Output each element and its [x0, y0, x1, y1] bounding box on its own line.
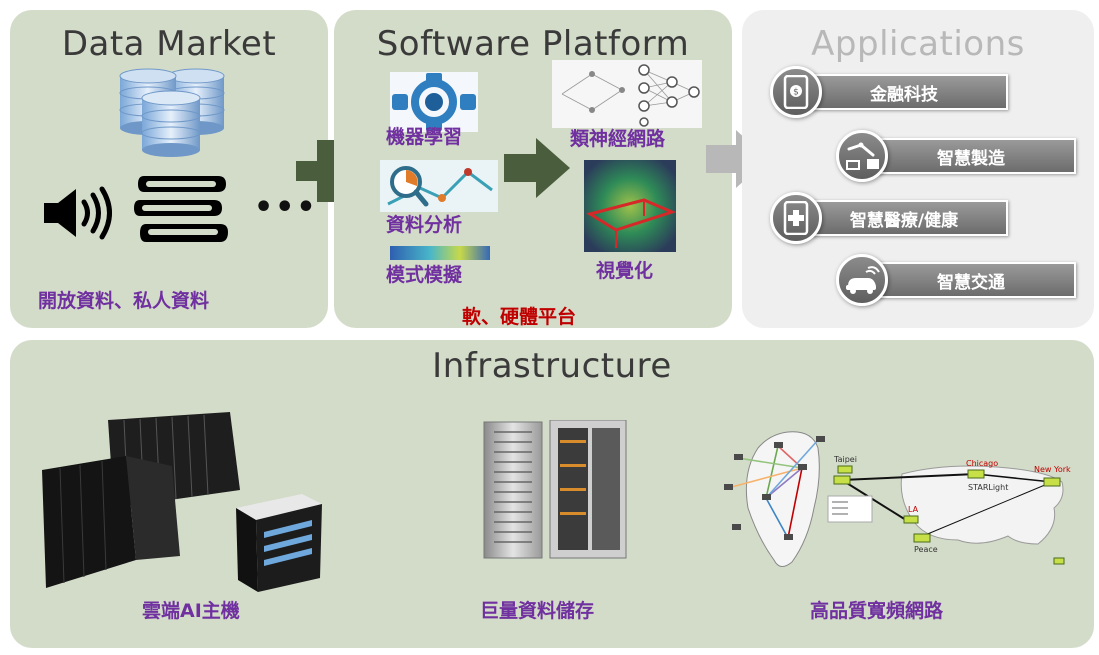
data-analysis-label: 資料分析 [386, 214, 463, 236]
app-smart-healthcare: 智慧醫療/健康 [770, 192, 1008, 244]
machine-learning-label: 機器學習 [386, 126, 463, 148]
big-data-storage-label: 巨量資料儲存 [480, 600, 595, 622]
server-racks-icon [42, 412, 322, 592]
applications-title: Applications [811, 24, 1025, 64]
model-simulation-label: 模式模擬 [386, 264, 463, 286]
medical-phone-icon [770, 192, 822, 244]
grey-arrow-icon [706, 130, 768, 188]
infrastructure-panel: Infrastructure 雲端AI主機 [10, 340, 1094, 648]
data-market-title: Data Market [61, 24, 277, 64]
database-icon [119, 68, 225, 157]
storage-cabinets-icon [483, 420, 627, 559]
applications-panel: Applications 金融科技 $ 智慧製造 智慧醫療/健康 [742, 10, 1094, 328]
visualization-label: 視覺化 [596, 260, 654, 282]
plus-icon [296, 140, 358, 202]
books-icon [134, 176, 228, 242]
software-platform-title: Software Platform [376, 24, 690, 64]
speaker-icon [44, 186, 112, 240]
map-label-starlight: STARLight [968, 483, 1008, 492]
app-smart-transport: 智慧交通 [836, 254, 1076, 306]
app-fintech-label: 金融科技 [800, 74, 1008, 110]
data-market-caption: 開放資料、私人資料 [38, 290, 210, 312]
app-smart-healthcare-label: 智慧醫療/健康 [800, 200, 1008, 236]
map-label-la: LA [908, 505, 919, 514]
map-label-chicago: Chicago [966, 459, 998, 468]
data-market-panel: Data Market [10, 10, 328, 328]
model-simulation-icon [390, 246, 490, 260]
app-smart-manufacturing: 智慧製造 [836, 130, 1076, 182]
visualization-icon [584, 160, 676, 252]
flow-arrow-icon [504, 138, 570, 198]
map-label-taipei: Taipei [833, 455, 857, 464]
data-analysis-icon [380, 160, 498, 212]
app-fintech: 金融科技 $ [770, 66, 1008, 118]
software-platform-panel: Software Platform 機器學習 類神經網路 [334, 10, 732, 328]
infrastructure-title: Infrastructure [432, 346, 672, 386]
neural-network-icon [552, 60, 702, 128]
map-label-peace: Peace [914, 545, 938, 554]
app-smart-manufacturing-label: 智慧製造 [866, 138, 1076, 174]
app-smart-transport-label: 智慧交通 [866, 262, 1076, 298]
connected-car-icon [836, 254, 888, 306]
more-ellipsis: ••• [254, 190, 318, 225]
neural-network-label: 類神經網路 [570, 128, 666, 150]
broadband-network-label: 高品質寬頻網路 [810, 600, 944, 622]
svg-text:$: $ [793, 88, 799, 98]
network-map-icon: Chicago STARLight New York LA Peace Taip… [724, 431, 1071, 567]
mobile-money-icon: $ [770, 66, 822, 118]
map-label-new-york: New York [1034, 465, 1071, 474]
machine-learning-icon [390, 72, 478, 132]
software-platform-caption: 軟、硬體平台 [462, 306, 577, 328]
robot-arm-icon [836, 130, 888, 182]
cloud-ai-server-label: 雲端AI主機 [142, 600, 240, 622]
